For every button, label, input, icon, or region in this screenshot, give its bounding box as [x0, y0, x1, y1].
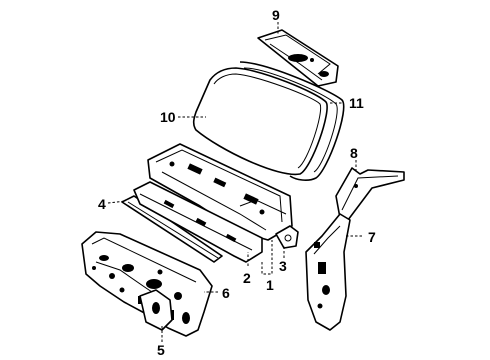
- leader-4: [107, 200, 127, 204]
- part-cowl-top-panel: [147, 143, 293, 241]
- part-3-bracket: [275, 225, 299, 249]
- callout-7: 7: [368, 229, 376, 245]
- callout-10: 10: [160, 109, 176, 125]
- callout-labels: 9 10 11 4 2 1 3 6 5 7 8: [98, 7, 376, 358]
- callout-2: 2: [243, 270, 251, 286]
- callout-11: 11: [349, 95, 364, 111]
- leader-lines: [107, 22, 362, 342]
- part-4-reinforcement-bar: [121, 195, 223, 263]
- part-8-windshield-pillar: [335, 167, 405, 221]
- callout-4: 4: [98, 196, 106, 212]
- part-6-dash-panel: [81, 231, 213, 337]
- leader-1: [261, 240, 273, 275]
- callout-9: 9: [272, 7, 280, 23]
- part-5-dash-insulator: [139, 289, 173, 331]
- callout-3: 3: [279, 258, 287, 274]
- callout-5: 5: [157, 342, 165, 358]
- callout-8: 8: [350, 145, 358, 161]
- callout-1: 1: [266, 277, 274, 293]
- part-10-windshield-glass: [192, 67, 328, 176]
- part-7-hinge-pillar: [305, 213, 351, 331]
- callout-6: 6: [222, 285, 230, 301]
- part-2-cowl-lower-panel: [133, 181, 263, 263]
